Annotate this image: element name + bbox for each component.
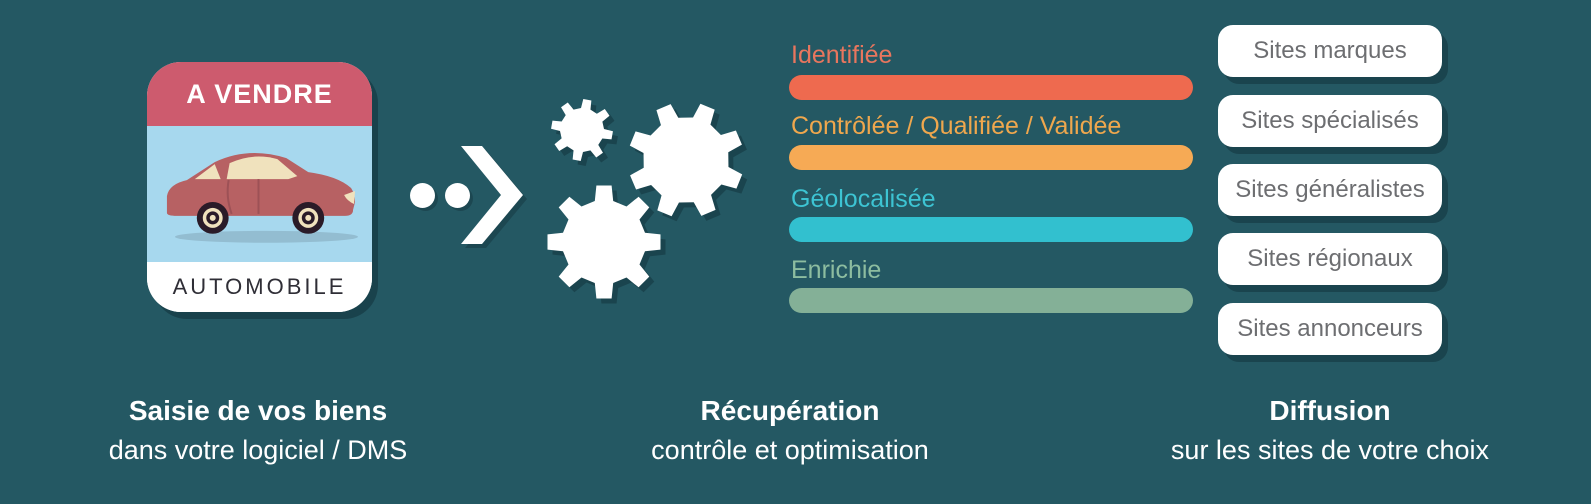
gear-small-icon	[551, 99, 613, 161]
gears-icon	[547, 99, 743, 299]
arrow-dot-icon	[410, 183, 435, 208]
caption-recuperation: Récupération contrôle et optimisation	[600, 394, 980, 466]
listing-card: A VENDRE AUTOMOBILE	[147, 62, 372, 312]
listing-card-photo	[147, 126, 372, 262]
site-box-regionaux: Sites régionaux	[1218, 233, 1442, 285]
site-box-generalistes: Sites généralistes	[1218, 164, 1442, 216]
attribute-label-controlee: Contrôlée / Qualifiée / Validée	[791, 112, 1122, 140]
caption-diffusion-subtitle: sur les sites de votre choix	[1170, 435, 1490, 465]
caption-saisie-subtitle: dans votre logiciel / DMS	[108, 435, 408, 465]
attribute-label-enrichie: Enrichie	[791, 256, 882, 284]
attribute-label-identifiee: Identifiée	[791, 41, 893, 69]
site-box-specialises: Sites spécialisés	[1218, 95, 1442, 147]
listing-card-header-label: A VENDRE	[186, 78, 333, 109]
site-box-label: Sites marques	[1253, 37, 1407, 64]
caption-saisie-title: Saisie de vos biens	[128, 395, 388, 426]
listing-card-footer: AUTOMOBILE	[147, 262, 372, 312]
listing-card-category-label: AUTOMOBILE	[172, 274, 347, 299]
site-box-label: Sites généralistes	[1235, 176, 1425, 203]
caption-saisie: Saisie de vos biens dans votre logiciel …	[68, 394, 448, 466]
site-box-label: Sites régionaux	[1247, 245, 1413, 272]
gear-medium-icon	[547, 185, 661, 299]
caption-diffusion-title: Diffusion	[1269, 395, 1391, 426]
listing-card-header: A VENDRE	[147, 62, 372, 126]
site-box-label: Sites annonceurs	[1237, 315, 1423, 342]
site-box-label: Sites spécialisés	[1241, 107, 1419, 134]
caption-recuperation-subtitle: contrôle et optimisation	[651, 435, 929, 465]
site-box-annonceurs: Sites annonceurs	[1218, 303, 1442, 355]
arrow-dot-icon	[445, 183, 470, 208]
attribute-bar-geolocalisee	[789, 217, 1193, 242]
caption-recuperation-title: Récupération	[700, 395, 880, 426]
attribute-bar-controlee	[789, 145, 1193, 170]
chevron-right-icon	[461, 146, 523, 244]
car-side-icon	[166, 153, 359, 243]
attribute-label-geolocalisee: Géolocalisée	[791, 185, 936, 213]
attribute-bar-identifiee	[789, 75, 1193, 100]
attribute-bar-enrichie	[789, 288, 1193, 313]
caption-diffusion: Diffusion sur les sites de votre choix	[1140, 394, 1520, 466]
site-box-marques: Sites marques	[1218, 25, 1442, 77]
gear-large-icon	[629, 103, 743, 217]
